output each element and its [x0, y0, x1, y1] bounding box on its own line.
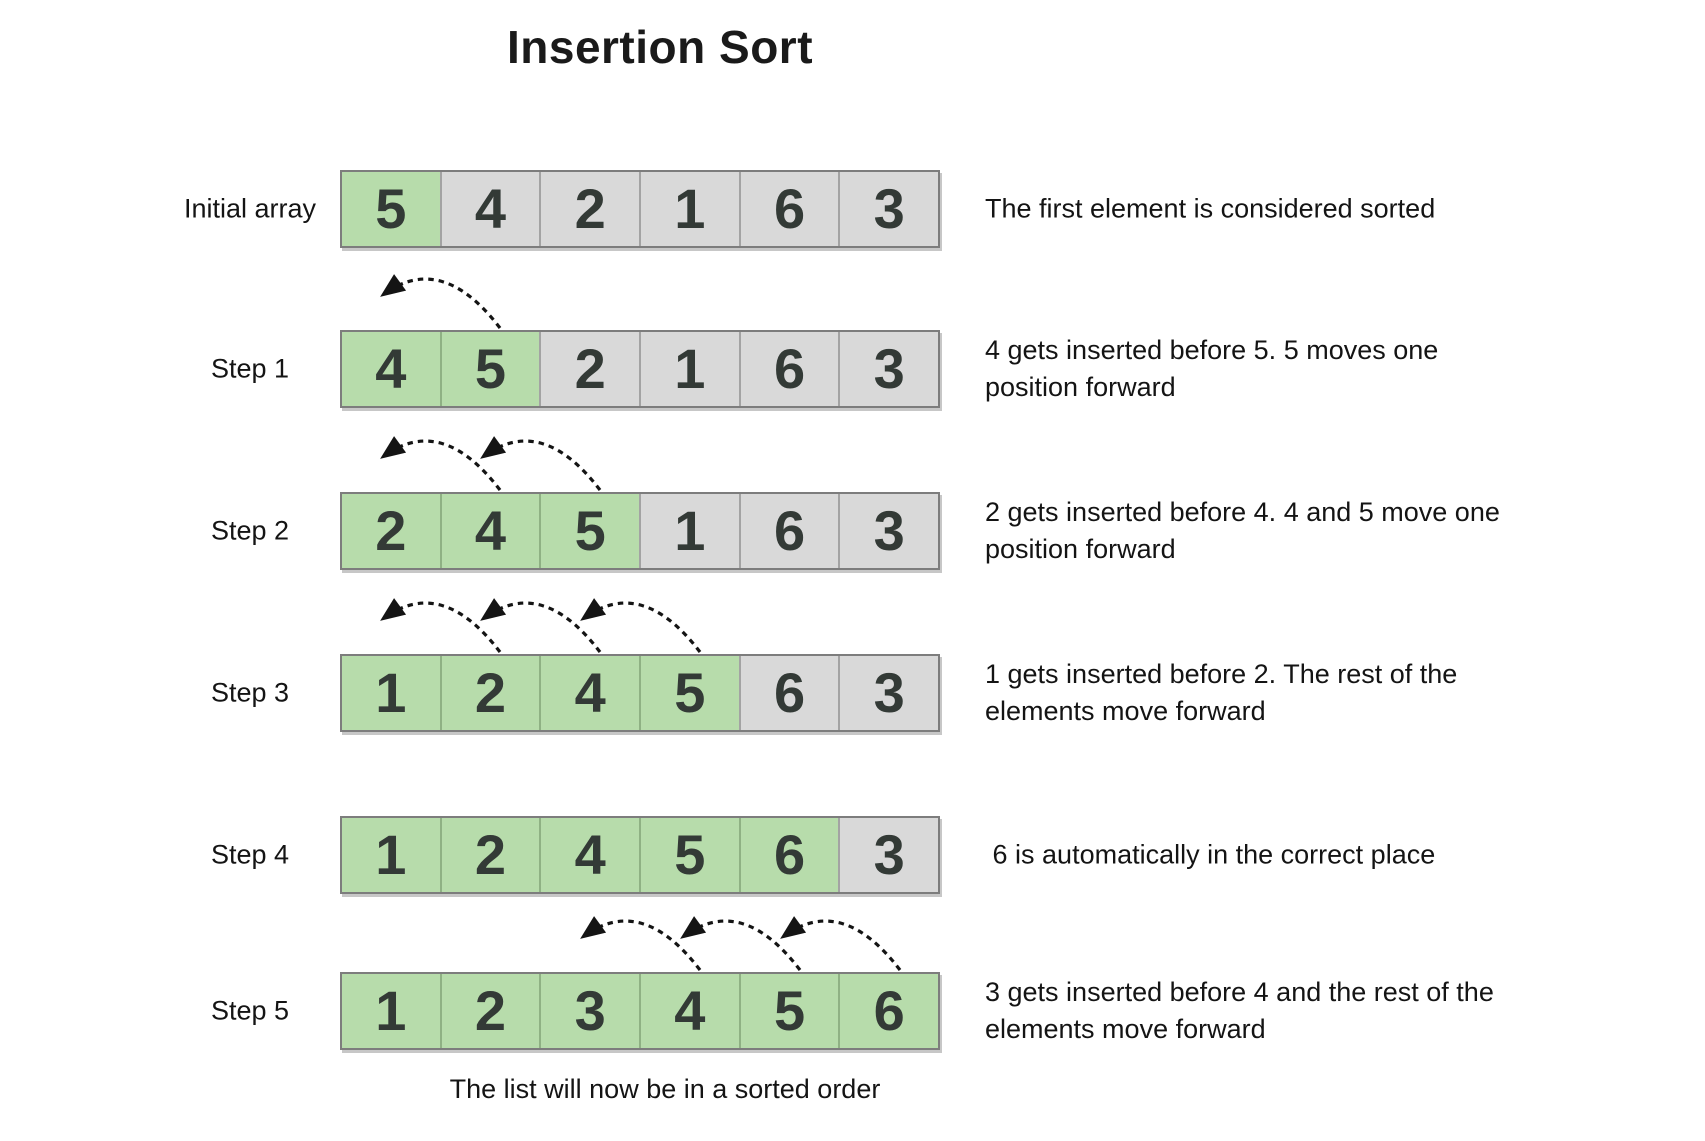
array-cell: 3 [838, 494, 939, 568]
description-line: position forward [985, 534, 1176, 564]
array-cell: 4 [439, 172, 540, 246]
row-description: 6 is automatically in the correct place [985, 837, 1565, 874]
description-line: position forward [985, 372, 1176, 402]
array-cell: 1 [639, 332, 739, 406]
array-cell: 6 [738, 172, 839, 246]
description-line: The first element is considered sorted [985, 193, 1436, 224]
array-cell: 6 [738, 332, 839, 406]
array-cell: 1 [342, 656, 440, 730]
move-arrows-icon [380, 598, 702, 653]
hop-arrow-icon [680, 916, 802, 971]
array-cell: 3 [838, 818, 939, 892]
array-cell: 4 [539, 818, 640, 892]
row-description: 3 gets inserted before 4 and the rest of… [985, 974, 1565, 1048]
array-cell: 6 [838, 974, 939, 1048]
row-label: Step 5 [210, 995, 290, 1026]
row-description: The first element is considered sorted [985, 191, 1565, 228]
page-title: Insertion Sort [506, 21, 814, 73]
array-cell: 5 [738, 974, 839, 1048]
description-line: elements move forward [985, 1014, 1266, 1044]
array-cell: 2 [439, 656, 540, 730]
array-cell: 4 [639, 974, 739, 1048]
row-description: 1 gets inserted before 2. The rest of th… [985, 656, 1565, 730]
description-line: elements move forward [985, 696, 1266, 726]
row-description: 2 gets inserted before 4. 4 and 5 move o… [985, 494, 1565, 568]
array-cell: 5 [639, 818, 739, 892]
array-cell: 4 [539, 656, 640, 730]
row-label: Step 3 [210, 677, 290, 708]
description-line: 3 gets inserted before 4 and the rest of… [985, 977, 1494, 1007]
array-cell: 1 [342, 974, 440, 1048]
array-cell: 5 [342, 172, 440, 246]
array-cell: 2 [539, 332, 640, 406]
array-cell: 1 [342, 818, 440, 892]
hop-arrow-icon [480, 436, 602, 491]
array-cell: 2 [342, 494, 440, 568]
array-cell: 4 [342, 332, 440, 406]
array-cell: 2 [539, 172, 640, 246]
footer-note: The list will now be in a sorted order [449, 1074, 881, 1104]
array-cell: 3 [838, 172, 939, 246]
array-cell: 6 [738, 818, 839, 892]
description-line: 6 is automatically in the correct place [985, 839, 1436, 870]
array-cell: 3 [838, 332, 939, 406]
array-cell: 3 [838, 656, 939, 730]
hop-arrow-icon [480, 598, 602, 653]
hop-arrow-icon [580, 598, 702, 653]
array-cell: 4 [439, 494, 540, 568]
hop-arrow-icon [580, 916, 702, 971]
description-line: 2 gets inserted before 4. 4 and 5 move o… [985, 497, 1500, 527]
row-label: Initial array [183, 193, 317, 224]
array-cell: 2 [439, 974, 540, 1048]
array-cell: 6 [738, 494, 839, 568]
array-cell: 5 [639, 656, 739, 730]
move-arrows-icon [580, 916, 902, 971]
hop-arrow-icon [780, 916, 902, 971]
move-arrows-icon [380, 274, 502, 329]
row-label: Step 1 [210, 353, 290, 384]
array-cell: 5 [439, 332, 540, 406]
array-cell: 1 [639, 172, 739, 246]
move-arrows-icon [380, 436, 602, 491]
array-cell: 3 [539, 974, 640, 1048]
row-description: 4 gets inserted before 5. 5 moves one pos… [985, 332, 1565, 406]
description-line: 4 gets inserted before 5. 5 moves one [985, 335, 1439, 365]
row-label: Step 2 [210, 515, 290, 546]
hop-arrow-icon [380, 436, 502, 491]
row-label: Step 4 [210, 839, 290, 870]
array-cell: 1 [639, 494, 739, 568]
description-line: 1 gets inserted before 2. The rest of th… [985, 659, 1458, 689]
array-cell: 2 [439, 818, 540, 892]
array-cell: 5 [539, 494, 640, 568]
array-cell: 6 [738, 656, 839, 730]
hop-arrow-icon [380, 274, 502, 329]
hop-arrow-icon [380, 598, 502, 653]
